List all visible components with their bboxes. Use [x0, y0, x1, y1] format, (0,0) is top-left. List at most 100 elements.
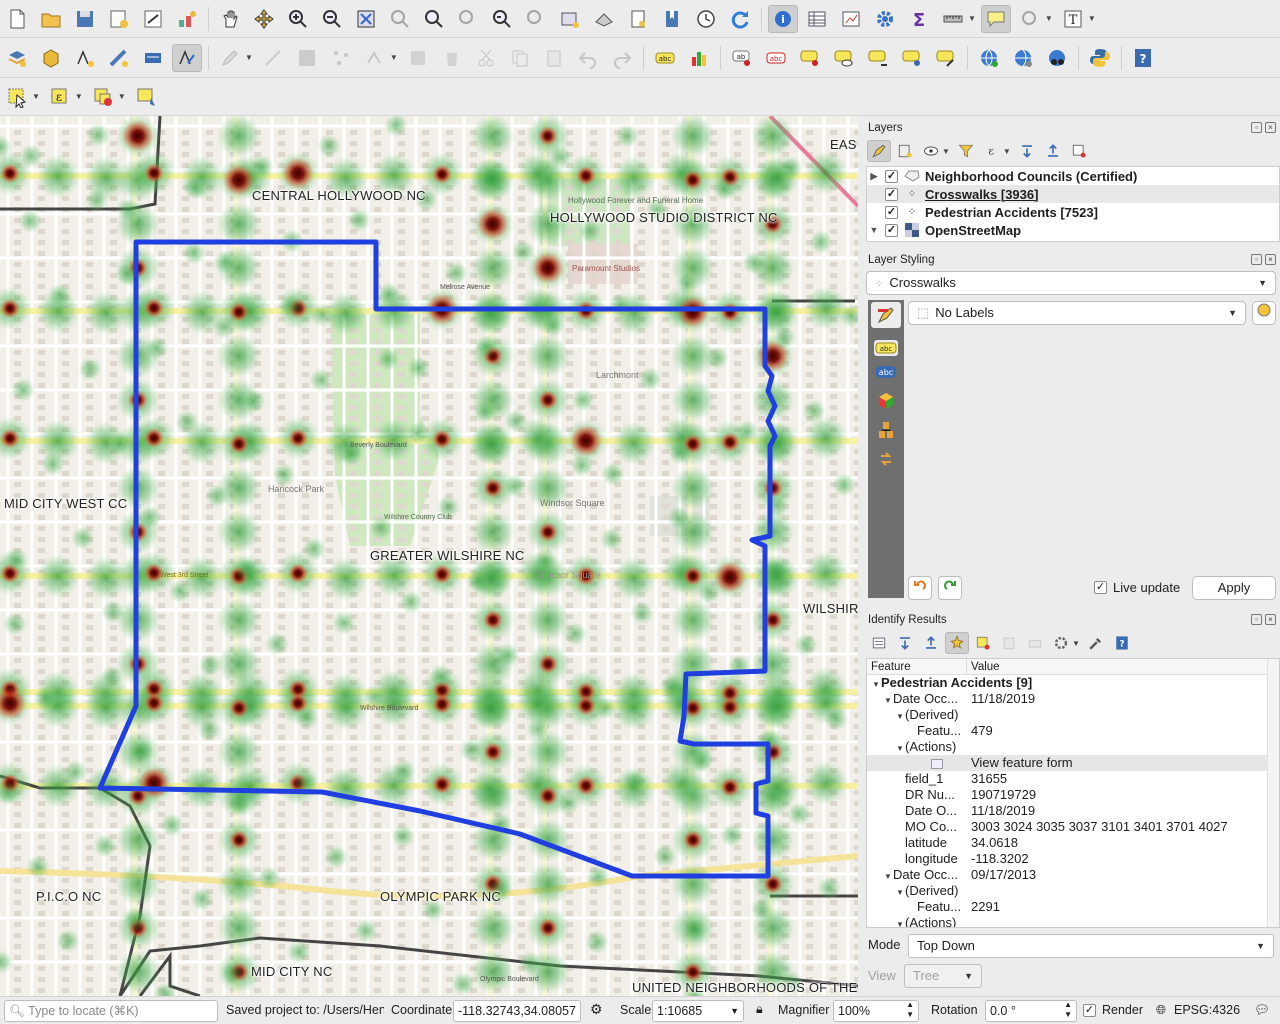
paste-features-icon[interactable] [539, 44, 569, 72]
identify-row[interactable]: View feature form [867, 755, 1279, 771]
refresh-icon[interactable] [725, 5, 755, 33]
save-edits-icon[interactable] [292, 44, 322, 72]
locator-icon[interactable] [1015, 5, 1045, 33]
scale-field[interactable]: 1:10685 ▼ [652, 1000, 744, 1022]
redo-icon[interactable] [607, 44, 637, 72]
open-styling-icon[interactable] [867, 140, 891, 162]
annotation-dropdown-caret[interactable]: ▼ [1087, 14, 1096, 23]
expand-arrow-icon[interactable]: ▼ [896, 888, 904, 897]
label-rules-button[interactable] [1252, 301, 1276, 325]
add-point-feature-icon[interactable] [326, 44, 356, 72]
filter-legend-icon[interactable] [954, 140, 978, 162]
identify-row[interactable]: Featu...479 [867, 723, 1279, 739]
print-result-icon[interactable] [1023, 632, 1047, 654]
cut-features-icon[interactable] [471, 44, 501, 72]
map-canvas[interactable]: CENTRAL HOLLYWOOD NC HOLLYWOOD STUDIO DI… [0, 116, 858, 996]
rotation-field[interactable]: 0.0 ° ▲▼ [985, 1000, 1077, 1022]
label-properties-icon[interactable] [931, 44, 961, 72]
filter-dropdown-caret[interactable]: ▼ [1002, 146, 1011, 156]
digitize-line-icon[interactable] [258, 44, 288, 72]
identify-scrollbar[interactable] [1267, 659, 1279, 927]
identify-row[interactable]: ▼(Actions) [867, 739, 1279, 755]
collapse-tree-icon[interactable] [919, 632, 943, 654]
pan-to-selection-icon[interactable] [249, 5, 279, 33]
diagrams-tab-icon[interactable] [871, 417, 901, 443]
save-as-icon[interactable] [104, 5, 134, 33]
identify-help-icon[interactable]: ? [1110, 632, 1134, 654]
data-source-manager-icon[interactable] [2, 44, 32, 72]
rotate-label-icon[interactable] [863, 44, 893, 72]
text-annotation-icon[interactable]: T [1058, 5, 1088, 33]
identify-row[interactable]: ▼(Derived) [867, 707, 1279, 723]
float-panel-icon[interactable]: ▫ [1251, 122, 1262, 133]
expand-arrow-icon[interactable]: ▼ [884, 872, 892, 881]
styling-layer-select[interactable]: ⁘Crosswalks ▼ [866, 271, 1276, 295]
identify-row[interactable]: ▼Date Occ...11/18/2019 [867, 691, 1279, 707]
live-update-checkbox[interactable]: ✓ [1094, 581, 1107, 594]
expand-all-icon[interactable] [1015, 140, 1039, 162]
vertex-dropdown-caret[interactable]: ▼ [389, 53, 398, 62]
change-label-icon[interactable] [897, 44, 927, 72]
symbology-tab-icon[interactable] [871, 302, 901, 328]
locator-dropdown-caret[interactable]: ▼ [1044, 14, 1053, 23]
manage-visibility-icon[interactable] [919, 140, 943, 162]
python-console-icon[interactable] [1085, 44, 1115, 72]
lock-scale-icon[interactable]: 🔒︎ [756, 1002, 763, 1016]
attribute-table-icon[interactable] [802, 5, 832, 33]
identify-row[interactable]: ▼Date Occ...09/17/2013 [867, 867, 1279, 883]
deselect-dropdown-caret[interactable]: ▼ [117, 92, 126, 101]
zoom-selection-icon[interactable] [385, 5, 415, 33]
locator-search-input[interactable]: 🔍︎ Type to locate (⌘K) [4, 1000, 218, 1022]
layer-diagram-icon[interactable] [684, 44, 714, 72]
undo-style-button[interactable] [908, 576, 932, 600]
wms-layer-icon[interactable] [974, 44, 1004, 72]
edit-pencil-icon[interactable] [215, 44, 245, 72]
expand-arrow-icon[interactable]: ▼ [869, 225, 879, 235]
layer-item-neighborhood-councils[interactable]: ▶ ✓ Neighborhood Councils (Certified) [867, 167, 1279, 185]
deselect-all-icon[interactable] [88, 83, 118, 111]
select-by-location-icon[interactable] [131, 83, 161, 111]
sum-icon[interactable]: Σ [904, 5, 934, 33]
expand-arrow-icon[interactable]: ▼ [896, 712, 904, 721]
show-hide-labels-icon[interactable]: abc [761, 44, 791, 72]
layer-item-crosswalks[interactable]: ✓ ⁘ Crosswalks [3936] [867, 185, 1279, 203]
zoom-next-icon[interactable] [521, 5, 551, 33]
live-update-toggle[interactable]: ✓ Live update [1094, 580, 1180, 595]
toggle-editing-icon[interactable] [172, 43, 202, 72]
3d-view-tab-icon[interactable] [871, 388, 901, 414]
expression-dropdown-caret[interactable]: ▼ [74, 92, 83, 101]
layer-item-pedestrian-accidents[interactable]: ✓ ⁘ Pedestrian Accidents [7523] [867, 203, 1279, 221]
toggle-extents-icon[interactable]: ⚙ [590, 1001, 603, 1017]
delete-selected-icon[interactable] [437, 44, 467, 72]
vertex-tool-icon[interactable] [360, 44, 390, 72]
filter-expression-icon[interactable]: ε [980, 140, 1004, 162]
add-group-icon[interactable] [893, 140, 917, 162]
bookmarks-icon[interactable] [657, 5, 687, 33]
zoom-full-icon[interactable] [351, 5, 381, 33]
spin-arrows-icon[interactable]: ▲▼ [906, 1000, 914, 1019]
expand-arrow-icon[interactable]: ▼ [884, 696, 892, 705]
expand-tree-icon[interactable] [893, 632, 917, 654]
new-virtual-layer-icon[interactable] [138, 44, 168, 72]
copy-result-icon[interactable] [997, 632, 1021, 654]
identify-icon[interactable]: i [768, 4, 798, 33]
magnifier-field[interactable]: 100% ▲▼ [833, 1000, 919, 1022]
move-label-icon[interactable] [795, 44, 825, 72]
coordinate-field[interactable]: -118.32743,34.08057 [453, 1000, 581, 1022]
open-form-icon[interactable] [867, 632, 891, 654]
select-features-icon[interactable] [2, 83, 32, 111]
zoom-out-icon[interactable] [317, 5, 347, 33]
identify-row[interactable]: DR Nu...190719729 [867, 787, 1279, 803]
masks-tab-icon[interactable]: abc [871, 359, 901, 385]
view-select[interactable]: Tree ▼ [904, 964, 982, 988]
identify-row[interactable]: longitude-118.3202 [867, 851, 1279, 867]
wfs-layer-icon[interactable] [1008, 44, 1038, 72]
statistics-table-icon[interactable] [836, 5, 866, 33]
print-layout-icon[interactable] [138, 5, 168, 33]
redo-style-button[interactable] [938, 576, 962, 600]
style-manager-icon[interactable] [172, 5, 202, 33]
layer-visibility-checkbox[interactable]: ✓ [885, 169, 898, 183]
labels-tab-icon[interactable]: abc [874, 340, 898, 356]
